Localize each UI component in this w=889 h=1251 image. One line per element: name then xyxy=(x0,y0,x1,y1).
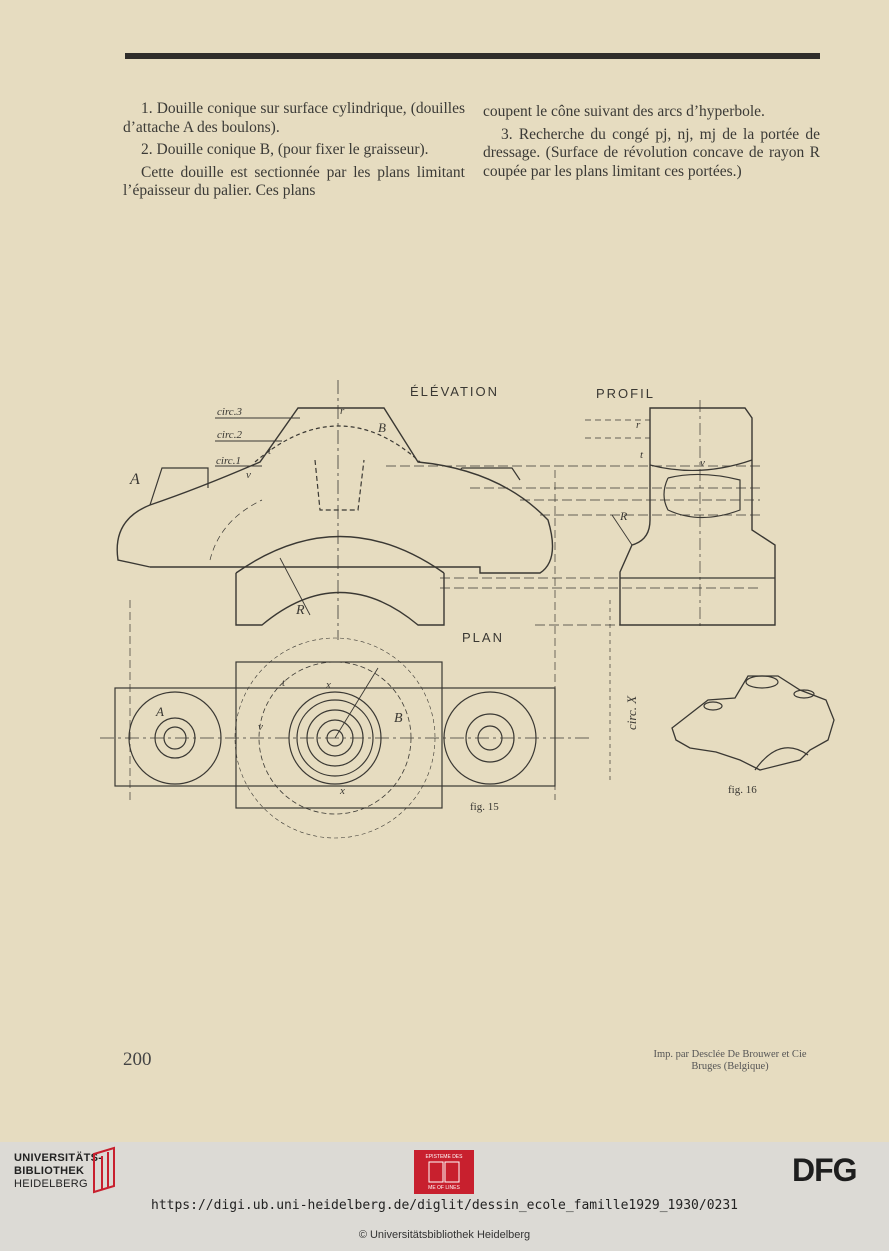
book-logo-top: EPISTEME DES xyxy=(425,1154,463,1160)
plan-view xyxy=(100,600,611,839)
label-r-top: r xyxy=(340,405,345,417)
label-v-elevation: v xyxy=(246,469,251,481)
copyright-notice: © Universitätsbibliothek Heidelberg xyxy=(358,1229,531,1241)
technical-drawing: ÉLÉVATION PROFIL PLAN circ.3 circ.2 circ… xyxy=(100,380,835,839)
library-logo-line-2: BIBLIOTHEK xyxy=(14,1165,85,1177)
plan-title: PLAN xyxy=(462,630,504,645)
paragraph: 1. Douille conique sur surface cylindriq… xyxy=(123,100,465,136)
label-x-plan-bottom: x xyxy=(339,785,345,797)
label-a-elevation: A xyxy=(129,471,140,488)
imprint-line-2: Bruges (Belgique) xyxy=(691,1061,769,1072)
paragraph: 2. Douille conique B, (pour fixer le gra… xyxy=(141,141,429,159)
paragraph: Cette douille est sectionnée par les pla… xyxy=(123,163,465,200)
label-x-plan-top: x xyxy=(325,679,331,691)
profil-title: PROFIL xyxy=(596,386,655,401)
label-b-plan: B xyxy=(394,711,403,726)
header-rule xyxy=(125,53,820,59)
fig16-caption: fig. 16 xyxy=(728,784,757,796)
paragraph: coupent le cône suivant des arcs d’hyper… xyxy=(483,103,765,120)
text-column-right: coupent le cône suivant des arcs d’hyper… xyxy=(483,103,820,185)
profile-view xyxy=(585,400,776,630)
label-v-plan: v xyxy=(258,721,263,733)
library-logo-line-3: HEIDELBERG xyxy=(14,1178,88,1190)
scanned-page: 1. Douille conique sur surface cylindriq… xyxy=(0,0,889,1142)
paragraph: 3. Recherche du congé pj, nj, mj de la p… xyxy=(483,125,820,180)
drawing-labels: ÉLÉVATION PROFIL PLAN circ.3 circ.2 circ… xyxy=(129,384,757,813)
elevation-title: ÉLÉVATION xyxy=(410,384,499,399)
label-a-plan: A xyxy=(155,704,164,719)
library-logo[interactable]: UNIVERSITÄTS- BIBLIOTHEK HEIDELBERG xyxy=(14,1152,102,1191)
label-r-profile: R xyxy=(619,509,628,523)
book-emblem-icon xyxy=(428,1161,460,1183)
book-logo[interactable]: EPISTEME DES ME OF LINES xyxy=(414,1150,474,1194)
dfg-logo[interactable]: DFG xyxy=(792,1152,858,1188)
fig15-caption: fig. 15 xyxy=(470,801,499,813)
library-mark-icon xyxy=(93,1146,115,1194)
circ-1-label: circ.1 xyxy=(216,455,241,467)
circ-3-label: circ.3 xyxy=(217,406,242,418)
label-t-elevation: t xyxy=(268,445,272,457)
circ-x-label: circ. X xyxy=(624,695,639,730)
elevation-view xyxy=(116,380,760,800)
page-number: 200 xyxy=(123,1049,152,1070)
label-t-plan: t xyxy=(282,677,286,689)
label-b-elevation: B xyxy=(378,420,386,435)
permalink-url[interactable]: https://digi.ub.uni-heidelberg.de/diglit… xyxy=(151,1198,738,1213)
imprint-line-1: Imp. par Desclée De Brouwer et Cie xyxy=(653,1049,807,1060)
circ-2-label: circ.2 xyxy=(217,429,242,441)
book-logo-bottom: ME OF LINES xyxy=(428,1185,460,1191)
label-v-profil: v xyxy=(700,457,705,469)
isometric-figure xyxy=(671,675,835,771)
library-logo-line-1: UNIVERSITÄTS- xyxy=(14,1152,103,1164)
imprint: Imp. par Desclée De Brouwer et Cie Bruge… xyxy=(630,1049,830,1073)
label-t-profil: t xyxy=(640,449,644,461)
text-column-left: 1. Douille conique sur surface cylindriq… xyxy=(123,100,465,205)
label-r-elevation: R xyxy=(295,603,305,618)
label-r-profil: r xyxy=(636,419,641,431)
